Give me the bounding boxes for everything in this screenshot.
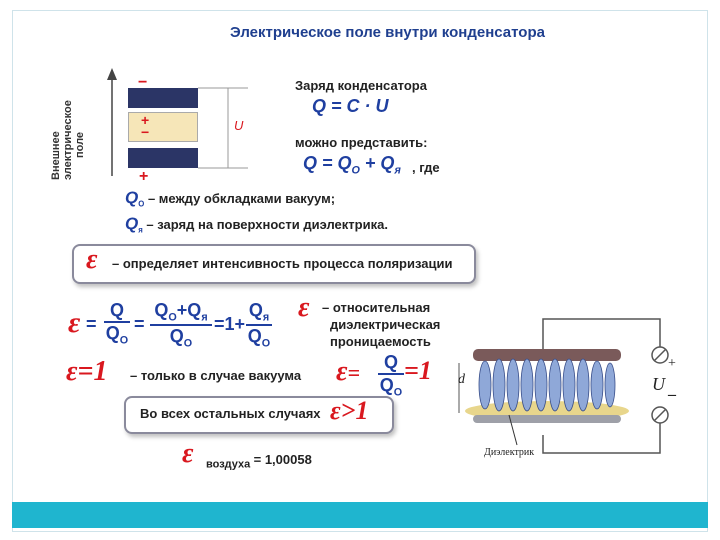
side-label: Внешнее электрическое поле (48, 80, 106, 180)
capacitor-illustration (458, 318, 669, 454)
photo-plus: + (668, 356, 676, 371)
bottom-plate (128, 148, 198, 168)
slide-title: Электрическое поле внутри конденсатора (230, 24, 545, 41)
dielectric-slab (128, 112, 198, 142)
main-eq-equals-2: = (134, 314, 145, 334)
voltage-label: U (234, 118, 244, 133)
top-plate (128, 88, 198, 108)
side-label-line-2: электрическое (62, 100, 74, 180)
relative-epsilon: ε (298, 292, 310, 323)
polarization-text: – определяет интенсивность процесса поля… (112, 256, 453, 271)
eps-eq-frac-epsilon: ε= (336, 356, 361, 387)
slide-frame (12, 10, 708, 532)
main-eq-equals-1: = (86, 314, 97, 334)
bottom-accent-bar (12, 502, 708, 528)
relative-line-2: диэлектрическая (330, 317, 441, 332)
formula-q: Q = C · U (312, 96, 389, 116)
charge-heading: Заряд конденсатора (295, 78, 427, 93)
photo-u-label: U (652, 374, 665, 394)
vacuum-epsilon: ε=1 (66, 356, 108, 387)
air-epsilon: ε (182, 438, 194, 469)
other-cases-box (124, 396, 394, 434)
vacuum-text: – только в случае вакуума (130, 368, 302, 383)
other-cases-epsilon: ε>1 (330, 396, 369, 425)
voltage-dimension (198, 87, 248, 169)
relative-line-3: проницаемость (330, 334, 431, 349)
photo-minus: – (668, 386, 676, 403)
main-eq-epsilon: ε (68, 306, 81, 339)
eps-eq-one: =1 (404, 356, 432, 385)
polarization-epsilon: ε (86, 244, 98, 275)
side-label-line-1: Внешнее (50, 131, 62, 180)
main-eq-one-plus: =1+ (214, 314, 246, 334)
photo-dielectric-label: Диэлектрик (484, 447, 535, 458)
qya-line: Qя – заряд на поверхности диэлектрика. (125, 214, 388, 235)
polarization-box (72, 244, 476, 284)
formula-sum: Q = QO + Qя (303, 153, 401, 177)
side-label-line-3: поле (74, 131, 86, 158)
top-plate-minus: − (138, 74, 148, 91)
photo-d-label: d (458, 372, 465, 387)
bottom-plate-plus: + (139, 168, 149, 185)
fraction-sum-over-q0: QO+Qя QO (150, 300, 212, 349)
formula-where: , где (412, 160, 440, 175)
other-cases-text: Во всех остальных случаях (140, 406, 321, 421)
fraction-q-over-q0: Q QO (104, 300, 130, 347)
dielectric-minus: − (141, 124, 150, 140)
can-represent: можно представить: (295, 135, 428, 150)
relative-line-1: – относительная (322, 300, 431, 315)
dielectric-plus: + (141, 112, 150, 128)
fraction-qya-over-q0: Qя QO (246, 300, 272, 350)
field-arrow (107, 68, 117, 176)
air-text: воздуха = 1,00058 (206, 452, 312, 471)
q0-line: QO – между обкладками вакуум; (125, 188, 336, 209)
eps-eq-fraction: Q QO (378, 352, 404, 399)
